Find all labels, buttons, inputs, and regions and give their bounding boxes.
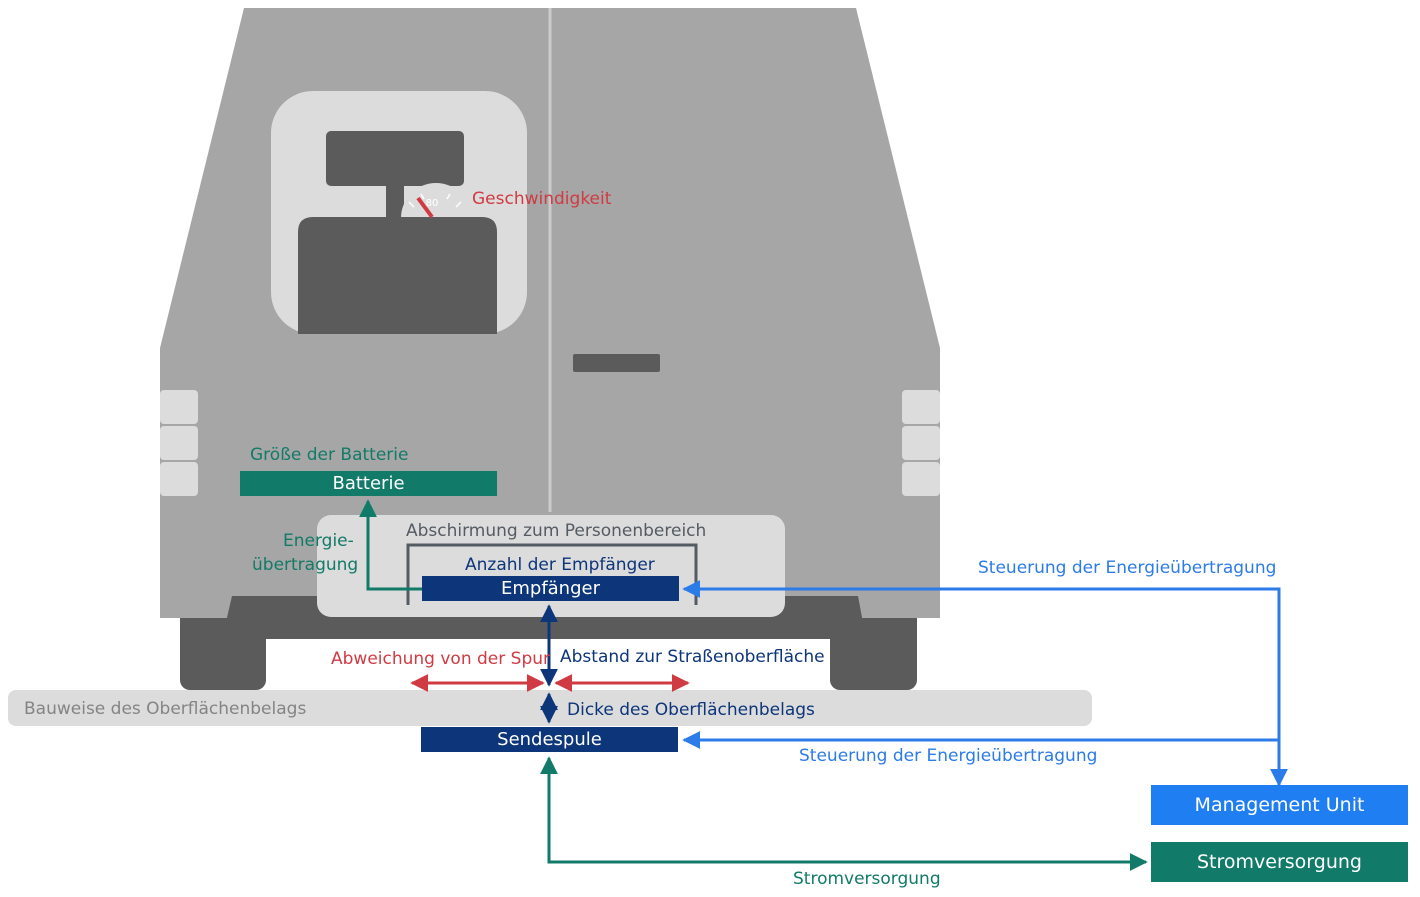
management-unit-box: Management Unit xyxy=(1151,785,1408,825)
lane-deviation-label: Abweichung von der Spur xyxy=(331,649,550,669)
speedometer-value: 80 xyxy=(426,198,439,209)
surface-construction-label: Bauweise des Oberflächenbelags xyxy=(24,699,307,719)
headrest xyxy=(326,131,464,186)
control-label-top: Steuerung der Energieübertragung xyxy=(978,558,1277,578)
road-distance-label: Abstand zur Straßenoberfläche xyxy=(560,647,825,667)
surface-thickness-label: Dicke des Oberflächenbelags xyxy=(567,700,815,720)
speed-label: Geschwindigkeit xyxy=(472,189,612,209)
right-tail-lights xyxy=(902,390,940,496)
door-handle xyxy=(573,354,660,372)
seat-back xyxy=(298,217,497,334)
control-line-receiver xyxy=(682,580,1288,787)
transmitter-coil-box: Sendespule xyxy=(421,727,678,752)
receiver-box: Empfänger xyxy=(422,576,679,601)
control-label-bottom: Steuerung der Energieübertragung xyxy=(799,746,1098,766)
speedometer-icon xyxy=(401,183,471,218)
headrest-post xyxy=(386,184,404,220)
shielding-label: Abschirmung zum Personenbereich xyxy=(406,521,707,541)
speedometer-ticks xyxy=(408,193,462,208)
left-tail-lights xyxy=(160,390,198,496)
shielding-bracket xyxy=(406,543,698,605)
speedometer-needle xyxy=(416,196,434,219)
energy-transfer-arrow xyxy=(359,499,422,591)
battery-size-label: Größe der Batterie xyxy=(250,445,409,465)
power-supply-line-label: Stromversorgung xyxy=(793,869,941,889)
battery-box: Batterie xyxy=(240,471,497,496)
energy-transfer-label-1: Energie- xyxy=(283,531,354,551)
energy-transfer-label-2: übertragung xyxy=(252,555,359,575)
power-supply-arrow xyxy=(540,756,1148,871)
power-supply-box: Stromversorgung xyxy=(1151,842,1408,882)
receiver-count-label: Anzahl der Empfänger xyxy=(465,555,655,575)
